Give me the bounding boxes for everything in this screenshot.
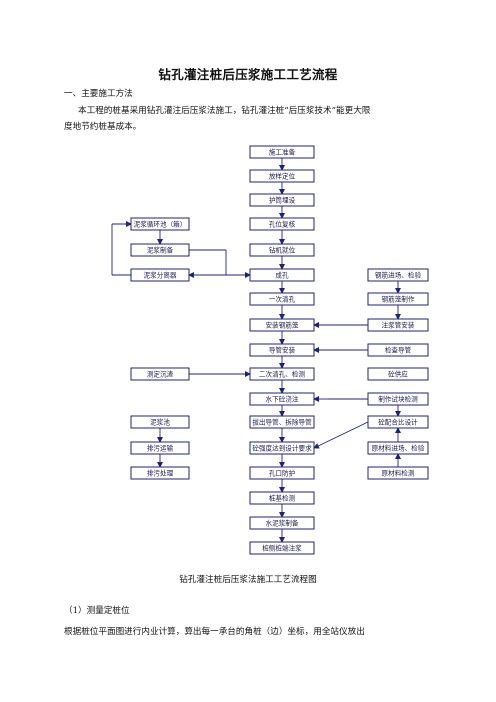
- flow-box-right-8: 原材料检测: [367, 466, 429, 480]
- flow-box-center-9: 二次清孔、检测: [249, 367, 315, 381]
- flow-box-label: 二次清孔、检测: [259, 370, 306, 379]
- flow-box-label: 孔口防护: [269, 469, 296, 478]
- flow-box-center-10: 水下砼浇注: [249, 392, 315, 406]
- flow-box-label: 原材料进场、检验: [372, 444, 425, 453]
- step-heading: （1）测量定桩位: [64, 606, 130, 616]
- flow-box-label: 砼配合比设计: [378, 418, 418, 427]
- flow-box-label: 钻机就位: [269, 246, 296, 255]
- flow-box-center-5: 成孔: [249, 268, 315, 282]
- flow-box-label: 制作试块检测: [378, 395, 418, 404]
- flow-box-left-0: 泥浆循环池（箱）: [130, 217, 190, 231]
- flow-box-right-6: 砼配合比设计: [367, 415, 429, 429]
- flow-box-label: 放样定位: [269, 172, 296, 181]
- flow-box-right-7: 原材料进场、检验: [367, 441, 429, 455]
- flow-box-center-15: 水泥浆制备: [249, 516, 315, 530]
- flow-box-center-3: 孔位复核: [249, 217, 315, 231]
- intro-paragraph-line-1: 本工程的桩基采用钻孔灌注后压浆法施工，钻孔灌注桩“后压浆技术”能更大限: [78, 106, 371, 116]
- flow-box-label: 钢筋笼制作: [382, 295, 415, 304]
- flow-box-label: 成孔: [275, 271, 289, 280]
- flow-box-center-13: 孔口防护: [249, 466, 315, 480]
- flow-box-label: 测定沉渣: [147, 370, 174, 379]
- flow-box-label: 安装钢筋笼: [266, 321, 299, 330]
- flow-box-label: 施工准备: [269, 148, 296, 157]
- flow-box-label: 泥浆池: [150, 418, 170, 427]
- flow-box-left-6: 排污处理: [130, 466, 190, 480]
- flow-box-label: 砼供应: [388, 370, 408, 379]
- flow-box-right-2: 注浆管安装: [367, 318, 429, 332]
- flow-box-right-1: 钢筋笼制作: [367, 292, 429, 306]
- flow-box-center-8: 导管安装: [249, 343, 315, 357]
- flow-box-label: 桩基检测: [269, 494, 296, 503]
- flow-box-right-0: 钢筋进场、检验: [367, 268, 429, 282]
- flow-box-label: 砼强度达到设计要求: [252, 444, 312, 453]
- flow-box-left-4: 泥浆池: [130, 415, 190, 429]
- intro-paragraph-line-2: 度地节约桩基成本。: [64, 122, 142, 132]
- flow-box-left-2: 泥浆分离器: [130, 268, 190, 282]
- flow-box-label: 注浆管安装: [382, 321, 415, 330]
- flow-box-label: 护筒埋设: [269, 196, 296, 205]
- flow-box-right-4: 砼供应: [367, 367, 429, 381]
- flow-box-label: 排污处理: [147, 469, 174, 478]
- flow-box-center-2: 护筒埋设: [249, 193, 315, 207]
- flow-box-center-11: 拔出导管、拆除导管: [249, 415, 315, 429]
- step-paragraph: 根据桩位平面图进行内业计算，算出每一承台的角桩（边）坐标，用全站仪放出: [64, 627, 365, 637]
- flow-box-center-7: 安装钢筋笼: [249, 318, 315, 332]
- flow-box-center-14: 桩基检测: [249, 491, 315, 505]
- flow-box-center-4: 钻机就位: [249, 243, 315, 257]
- flow-box-left-1: 泥浆制备: [130, 243, 190, 257]
- flow-box-label: 水泥浆制备: [266, 519, 299, 528]
- page-title: 钻孔灌注桩后压浆施工工艺流程: [158, 67, 338, 82]
- flow-box-center-0: 施工准备: [249, 145, 315, 159]
- flow-box-label: 孔位复核: [269, 220, 296, 229]
- flow-box-label: 原材料检测: [382, 469, 415, 478]
- flow-box-left-5: 排污运输: [130, 441, 190, 455]
- flow-connectors: [111, 158, 401, 543]
- flow-box-label: 水下砼浇注: [266, 395, 299, 404]
- flow-box-center-1: 放样定位: [249, 169, 315, 183]
- flow-box-label: 泥浆分离器: [144, 271, 177, 280]
- flow-box-label: 检查导管: [385, 346, 412, 355]
- flow-box-left-3: 测定沉渣: [130, 367, 190, 381]
- flow-box-right-5: 制作试块检测: [367, 392, 429, 406]
- flow-box-label: 泥浆制备: [147, 246, 174, 255]
- figure-caption: 钻孔灌注桩后压浆法施工工艺流程图: [179, 575, 317, 585]
- flow-box-label: 桩侧桩端注浆: [262, 544, 302, 553]
- flow-box-label: 泥浆循环池（箱）: [134, 220, 187, 229]
- flow-box-center-6: 一次清孔: [249, 292, 315, 306]
- flow-box-center-16: 桩侧桩端注浆: [249, 541, 315, 555]
- flow-box-label: 一次清孔: [269, 295, 296, 304]
- flow-box-label: 钢筋进场、检验: [375, 271, 422, 280]
- flow-box-label: 拔出导管、拆除导管: [252, 418, 312, 427]
- flow-box-center-12: 砼强度达到设计要求: [249, 441, 315, 455]
- flow-box-label: 排污运输: [147, 444, 174, 453]
- flow-box-label: 导管安装: [269, 346, 296, 355]
- section-heading: 一、主要施工方法: [64, 89, 133, 99]
- flow-box-right-3: 检查导管: [367, 343, 429, 357]
